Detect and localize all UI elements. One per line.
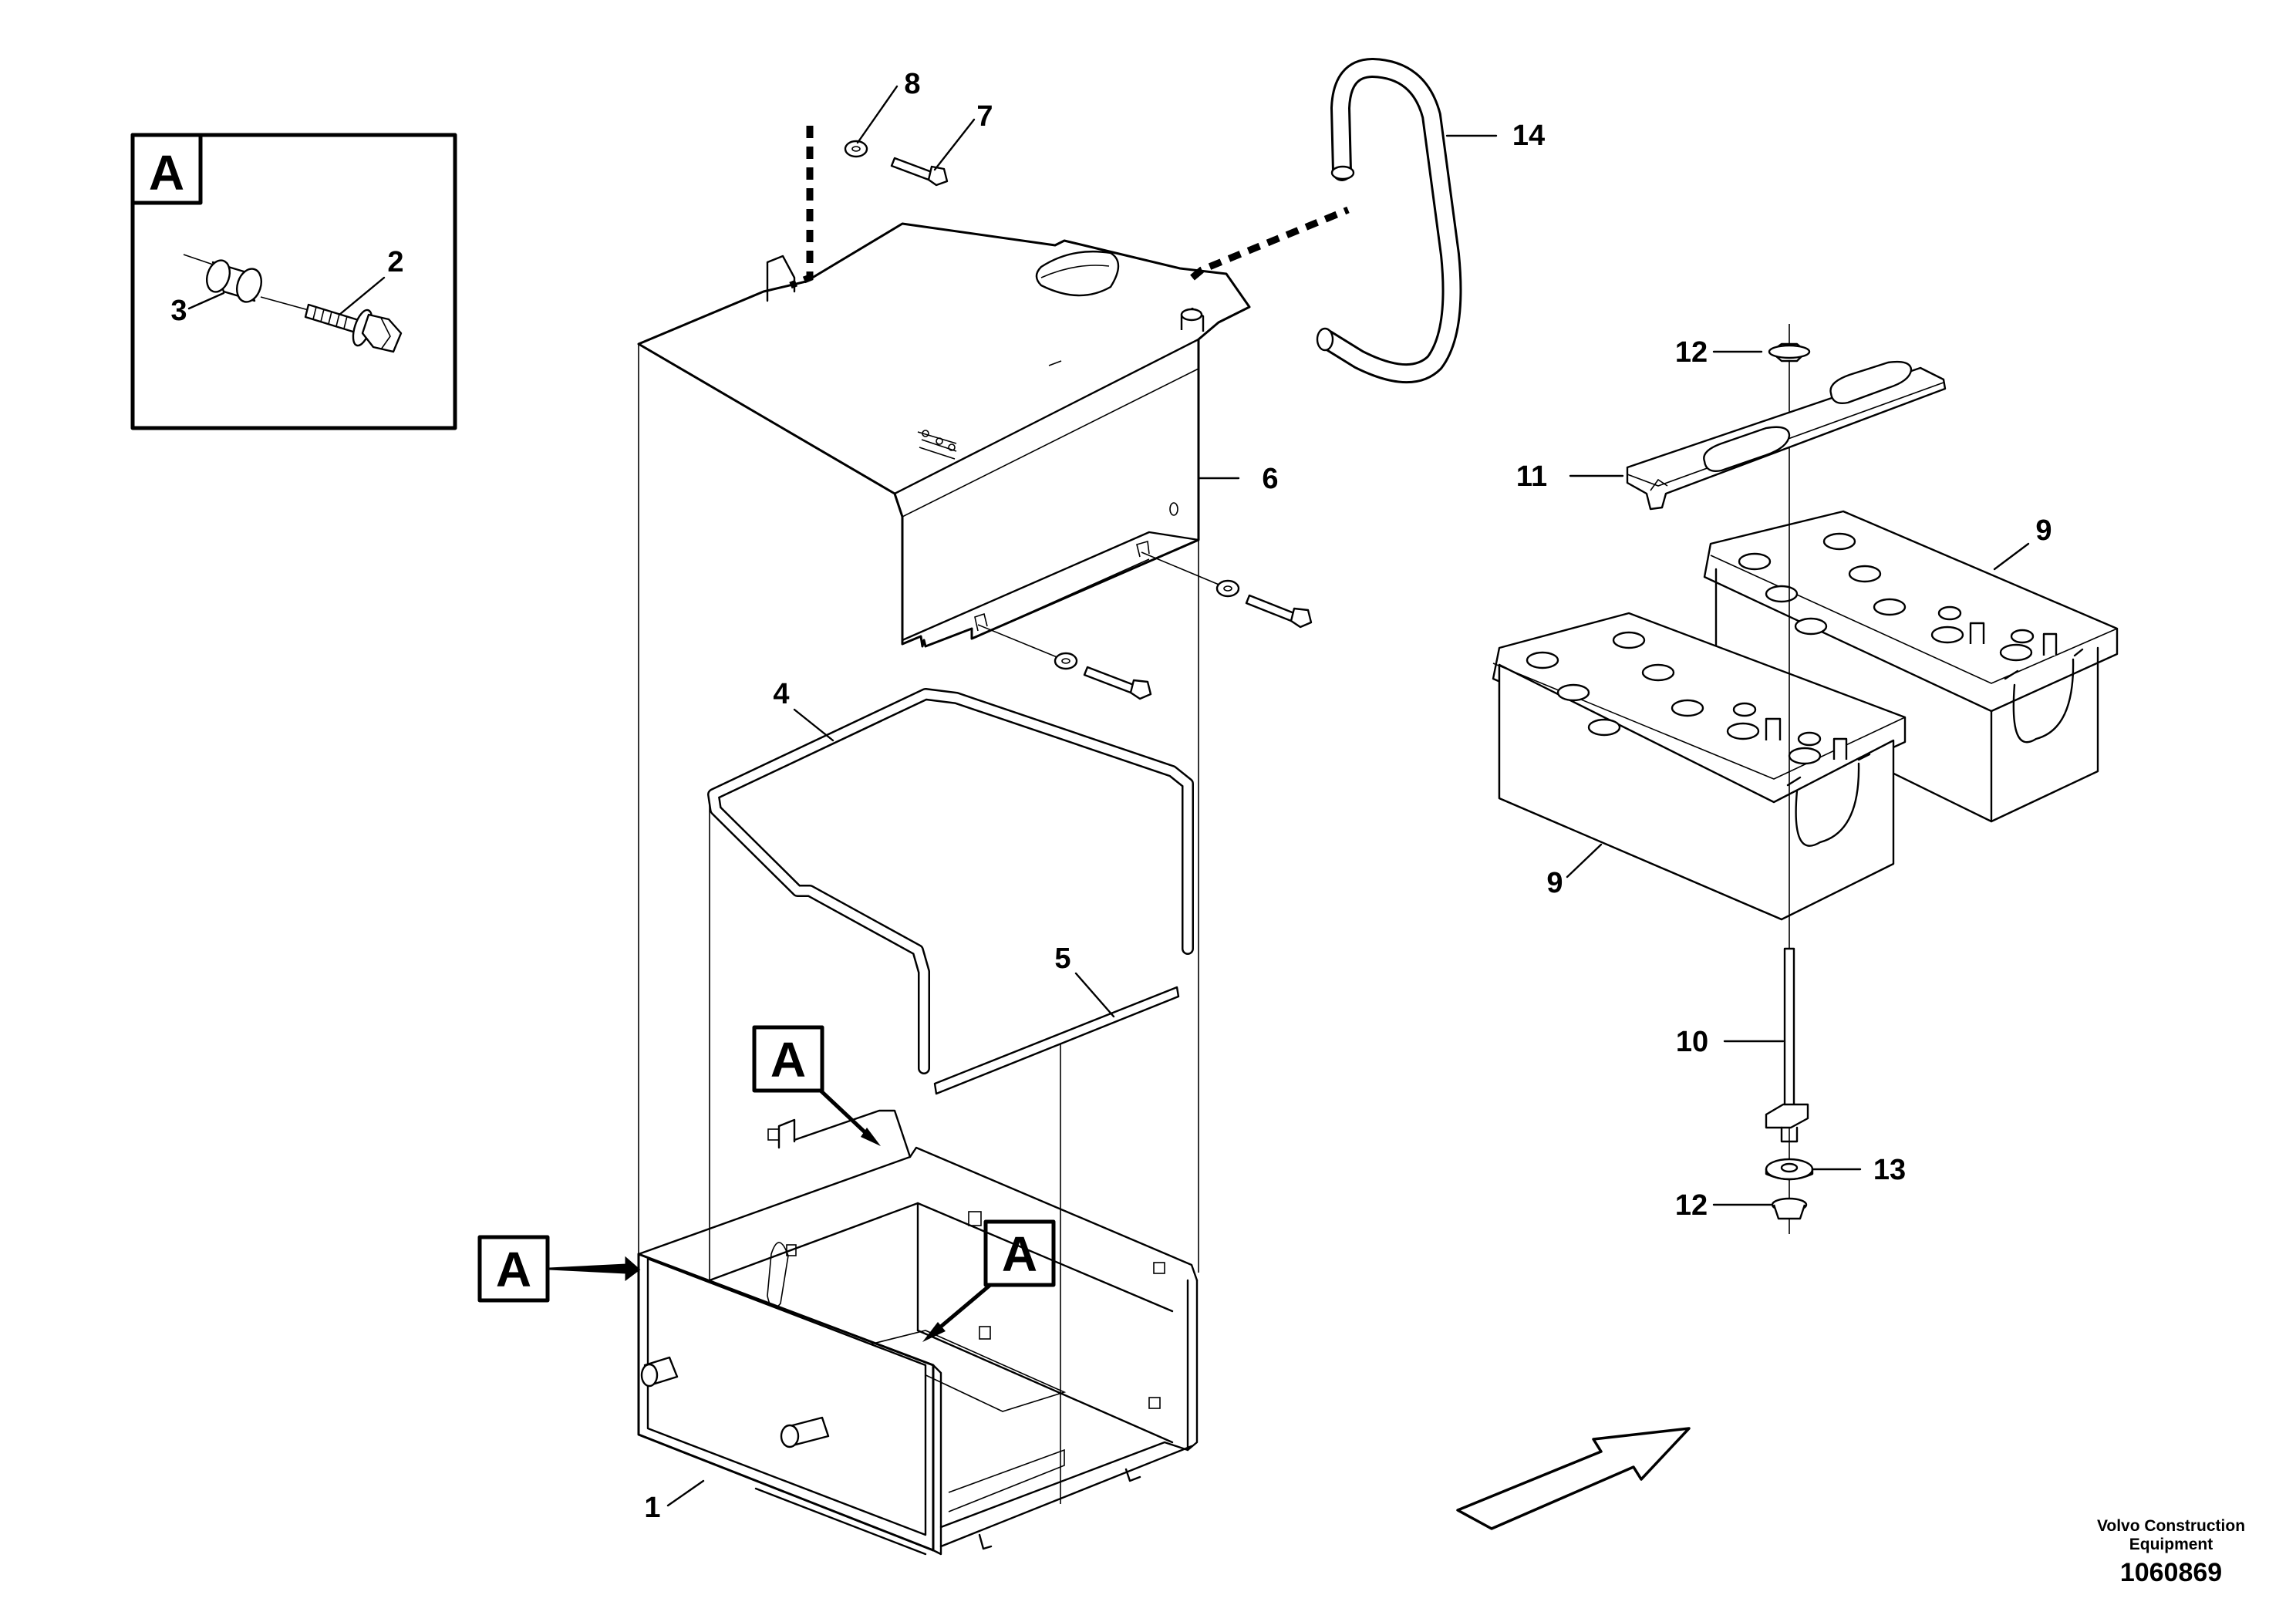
bolt-washer-7-8: 8 7 (789, 68, 993, 289)
callout-10: 10 (1676, 1026, 1708, 1058)
bolt-part (260, 296, 403, 353)
callout-6: 6 (1262, 463, 1278, 495)
leader-4 (793, 708, 834, 742)
leader-5 (1074, 972, 1115, 1018)
nut-12-top: 12 (1675, 336, 1811, 369)
front-pin-center (780, 1416, 830, 1448)
callout-1: 1 (644, 1492, 660, 1524)
svg-text:A: A (496, 1242, 531, 1297)
callout-9-rear: 9 (2035, 514, 2052, 547)
battery-front (1492, 612, 1907, 921)
callout-13: 13 (1873, 1154, 1906, 1186)
detail-a-ref-top: A (752, 1025, 881, 1146)
leader-3 (187, 292, 225, 310)
battery-cover-part: 6 (637, 222, 1279, 648)
nut-12-bottom: 12 (1675, 1189, 1808, 1222)
vent-tube-part: 14 (1190, 58, 1545, 384)
callout-12-bottom: 12 (1675, 1189, 1708, 1222)
battery-rear (1703, 510, 2119, 823)
front-pin-left (640, 1356, 679, 1388)
svg-text:A: A (770, 1032, 806, 1088)
detail-a-inset: A 2 3 (130, 133, 457, 430)
callout-4: 4 (773, 678, 789, 710)
credit-line-2: Equipment (2129, 1536, 2213, 1553)
leader-2 (338, 276, 386, 316)
hold-down-rod-part: 10 (1676, 947, 1809, 1143)
bushing-part (183, 254, 263, 303)
battery-box-part: 1 (637, 339, 1199, 1556)
callout-11: 11 (1516, 460, 1547, 493)
leader-9a (1993, 542, 2030, 571)
hold-down-bar-part: 11 (1516, 360, 1947, 511)
leader-7 (933, 118, 976, 171)
callout-14: 14 (1512, 120, 1545, 152)
cover-bolts (977, 551, 1313, 700)
washer-13: 13 (1765, 1154, 1906, 1186)
credit-line-1: Volvo Construction (2097, 1517, 2245, 1535)
svg-text:A: A (1002, 1226, 1037, 1282)
document-number: 1060869 (2120, 1558, 2222, 1587)
frame-part: 4 (707, 678, 1194, 1074)
callout-9-front: 9 (1546, 867, 1563, 899)
detail-a-ref-left: A (477, 1235, 641, 1303)
detail-a-label: A (149, 145, 184, 201)
callout-8: 8 (904, 68, 920, 100)
leader-9b (1566, 843, 1603, 878)
leader-1 (666, 1479, 705, 1507)
forward-direction-arrow (1456, 1427, 1691, 1530)
callout-5: 5 (1054, 943, 1070, 975)
rubber-strip-part: 5 (933, 943, 1180, 1095)
callout-12-top: 12 (1675, 336, 1708, 369)
callout-7: 7 (976, 100, 993, 133)
callout-2: 2 (387, 246, 403, 278)
leader-8 (856, 85, 899, 144)
detail-a-ref-inner: A (922, 1219, 1056, 1342)
callout-3: 3 (170, 295, 187, 327)
